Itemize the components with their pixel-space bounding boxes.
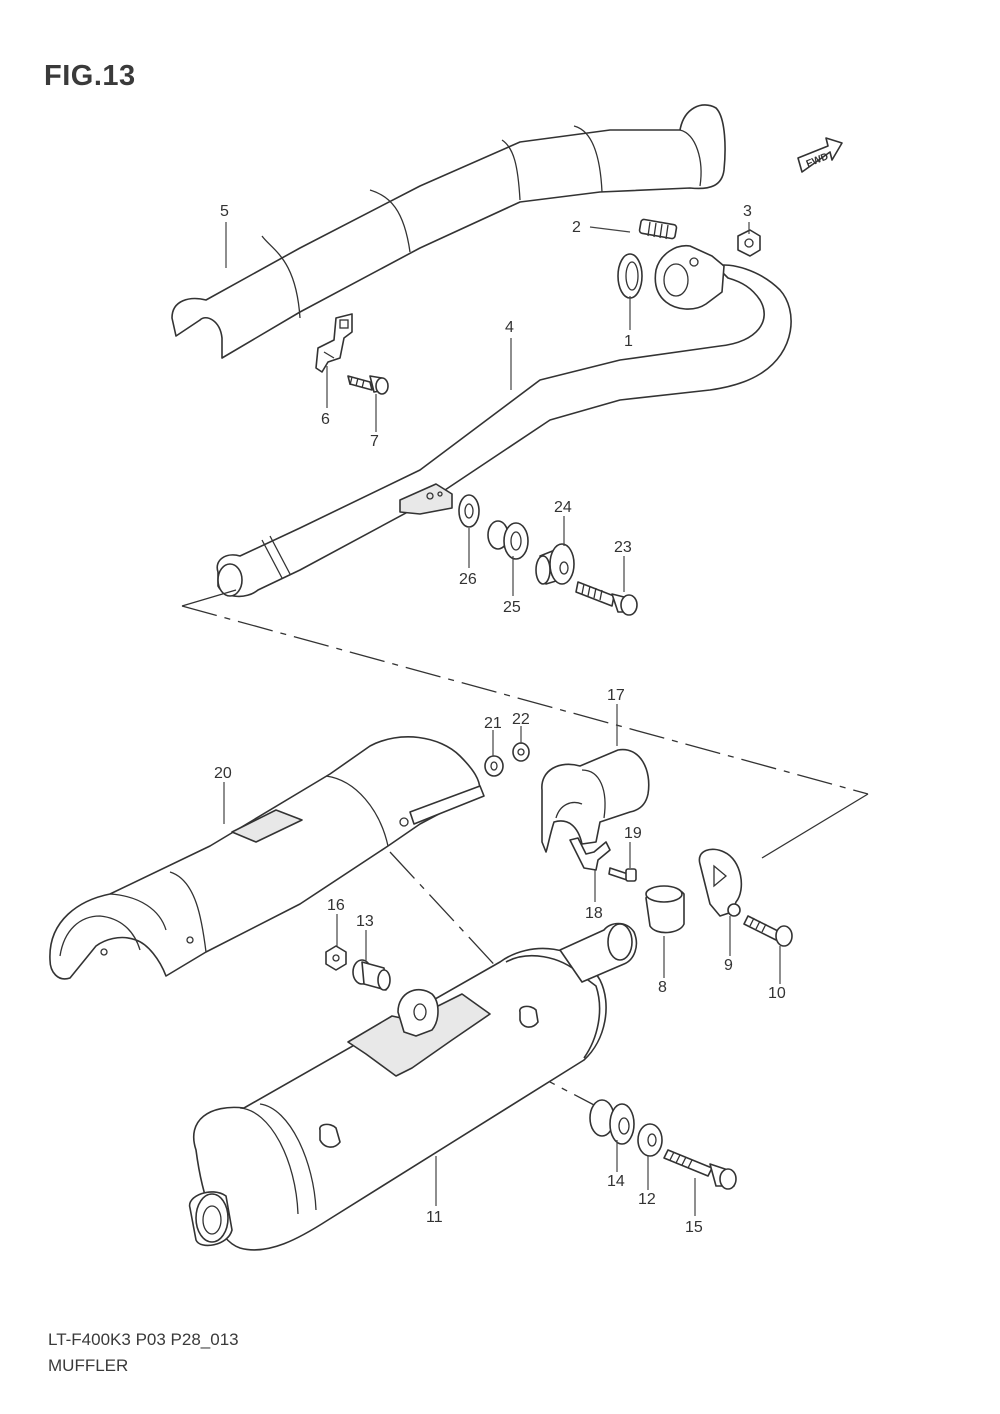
- part-15-bolt[interactable]: [663, 1149, 737, 1190]
- callout-11: 11: [426, 1209, 443, 1226]
- part-22-nut[interactable]: [512, 742, 530, 762]
- part-2-stud-bolt[interactable]: [638, 218, 678, 240]
- callout-9: 9: [724, 957, 733, 974]
- callout-16: 16: [327, 897, 345, 914]
- callout-14: 14: [607, 1173, 625, 1190]
- part-17-end-cover[interactable]: [541, 748, 650, 853]
- callout-15: 15: [685, 1219, 703, 1236]
- callout-20: 20: [214, 765, 232, 782]
- part-23-bolt[interactable]: [575, 581, 638, 616]
- part-7-bolt[interactable]: [347, 375, 389, 395]
- callout-5: 5: [220, 203, 229, 220]
- callout-24: 24: [554, 499, 572, 516]
- part-4-exhaust-pipe[interactable]: [216, 264, 792, 598]
- part-18-clip[interactable]: [569, 837, 611, 871]
- part-19-screw[interactable]: [608, 867, 637, 882]
- part-21-grommet[interactable]: [484, 755, 504, 777]
- callout-18: 18: [585, 905, 603, 922]
- callout-1: 1: [624, 333, 633, 350]
- exhaust-pipe-flange: [654, 245, 725, 310]
- callout-4: 4: [505, 319, 514, 336]
- callout-12: 12: [638, 1191, 656, 1208]
- callout-26: 26: [459, 571, 477, 588]
- model-code: LT-F400K3 P03 P28_013: [48, 1330, 239, 1349]
- part-14-cushion[interactable]: [589, 1099, 635, 1145]
- figure-title: FIG.13: [44, 60, 136, 92]
- figure-caption: MUFFLER: [48, 1356, 129, 1375]
- part-12-washer[interactable]: [637, 1123, 663, 1157]
- part-25-cushion[interactable]: [487, 520, 529, 560]
- callout-leaders: [223, 222, 781, 1216]
- callout-6: 6: [321, 411, 330, 428]
- callout-8: 8: [658, 979, 667, 996]
- callout-10: 10: [768, 985, 786, 1002]
- part-1-exhaust-gasket[interactable]: [617, 253, 643, 299]
- callout-7: 7: [370, 433, 379, 450]
- callout-13: 13: [356, 913, 374, 930]
- part-11-muffler-body[interactable]: [189, 922, 638, 1251]
- callout-25: 25: [503, 599, 521, 616]
- part-10-bolt[interactable]: [743, 915, 793, 947]
- part-24-collar[interactable]: [535, 543, 575, 585]
- part-13-collar[interactable]: [352, 959, 391, 991]
- callout-3: 3: [743, 203, 752, 220]
- part-5-exhaust-heat-shield[interactable]: [171, 104, 726, 359]
- callout-19: 19: [624, 825, 642, 842]
- part-20-muffler-heat-shield[interactable]: [49, 736, 485, 980]
- part-3-nut[interactable]: [737, 229, 761, 257]
- callout-17: 17: [607, 687, 625, 704]
- part-26-washer[interactable]: [458, 494, 480, 528]
- part-6-bracket[interactable]: [315, 313, 353, 373]
- callout-22: 22: [512, 711, 530, 728]
- callout-labels: 1 2 3 4 5 6 7 8 9 10 11 12 13 14 15 16 1…: [214, 203, 786, 1236]
- part-16-nut[interactable]: [325, 945, 347, 971]
- callout-23: 23: [614, 539, 632, 556]
- callout-2: 2: [572, 219, 581, 236]
- callout-21: 21: [484, 715, 502, 732]
- fwd-direction-arrow: FWD: [797, 137, 843, 173]
- part-8-sleeve[interactable]: [645, 885, 685, 934]
- part-9-clamp[interactable]: [698, 848, 743, 917]
